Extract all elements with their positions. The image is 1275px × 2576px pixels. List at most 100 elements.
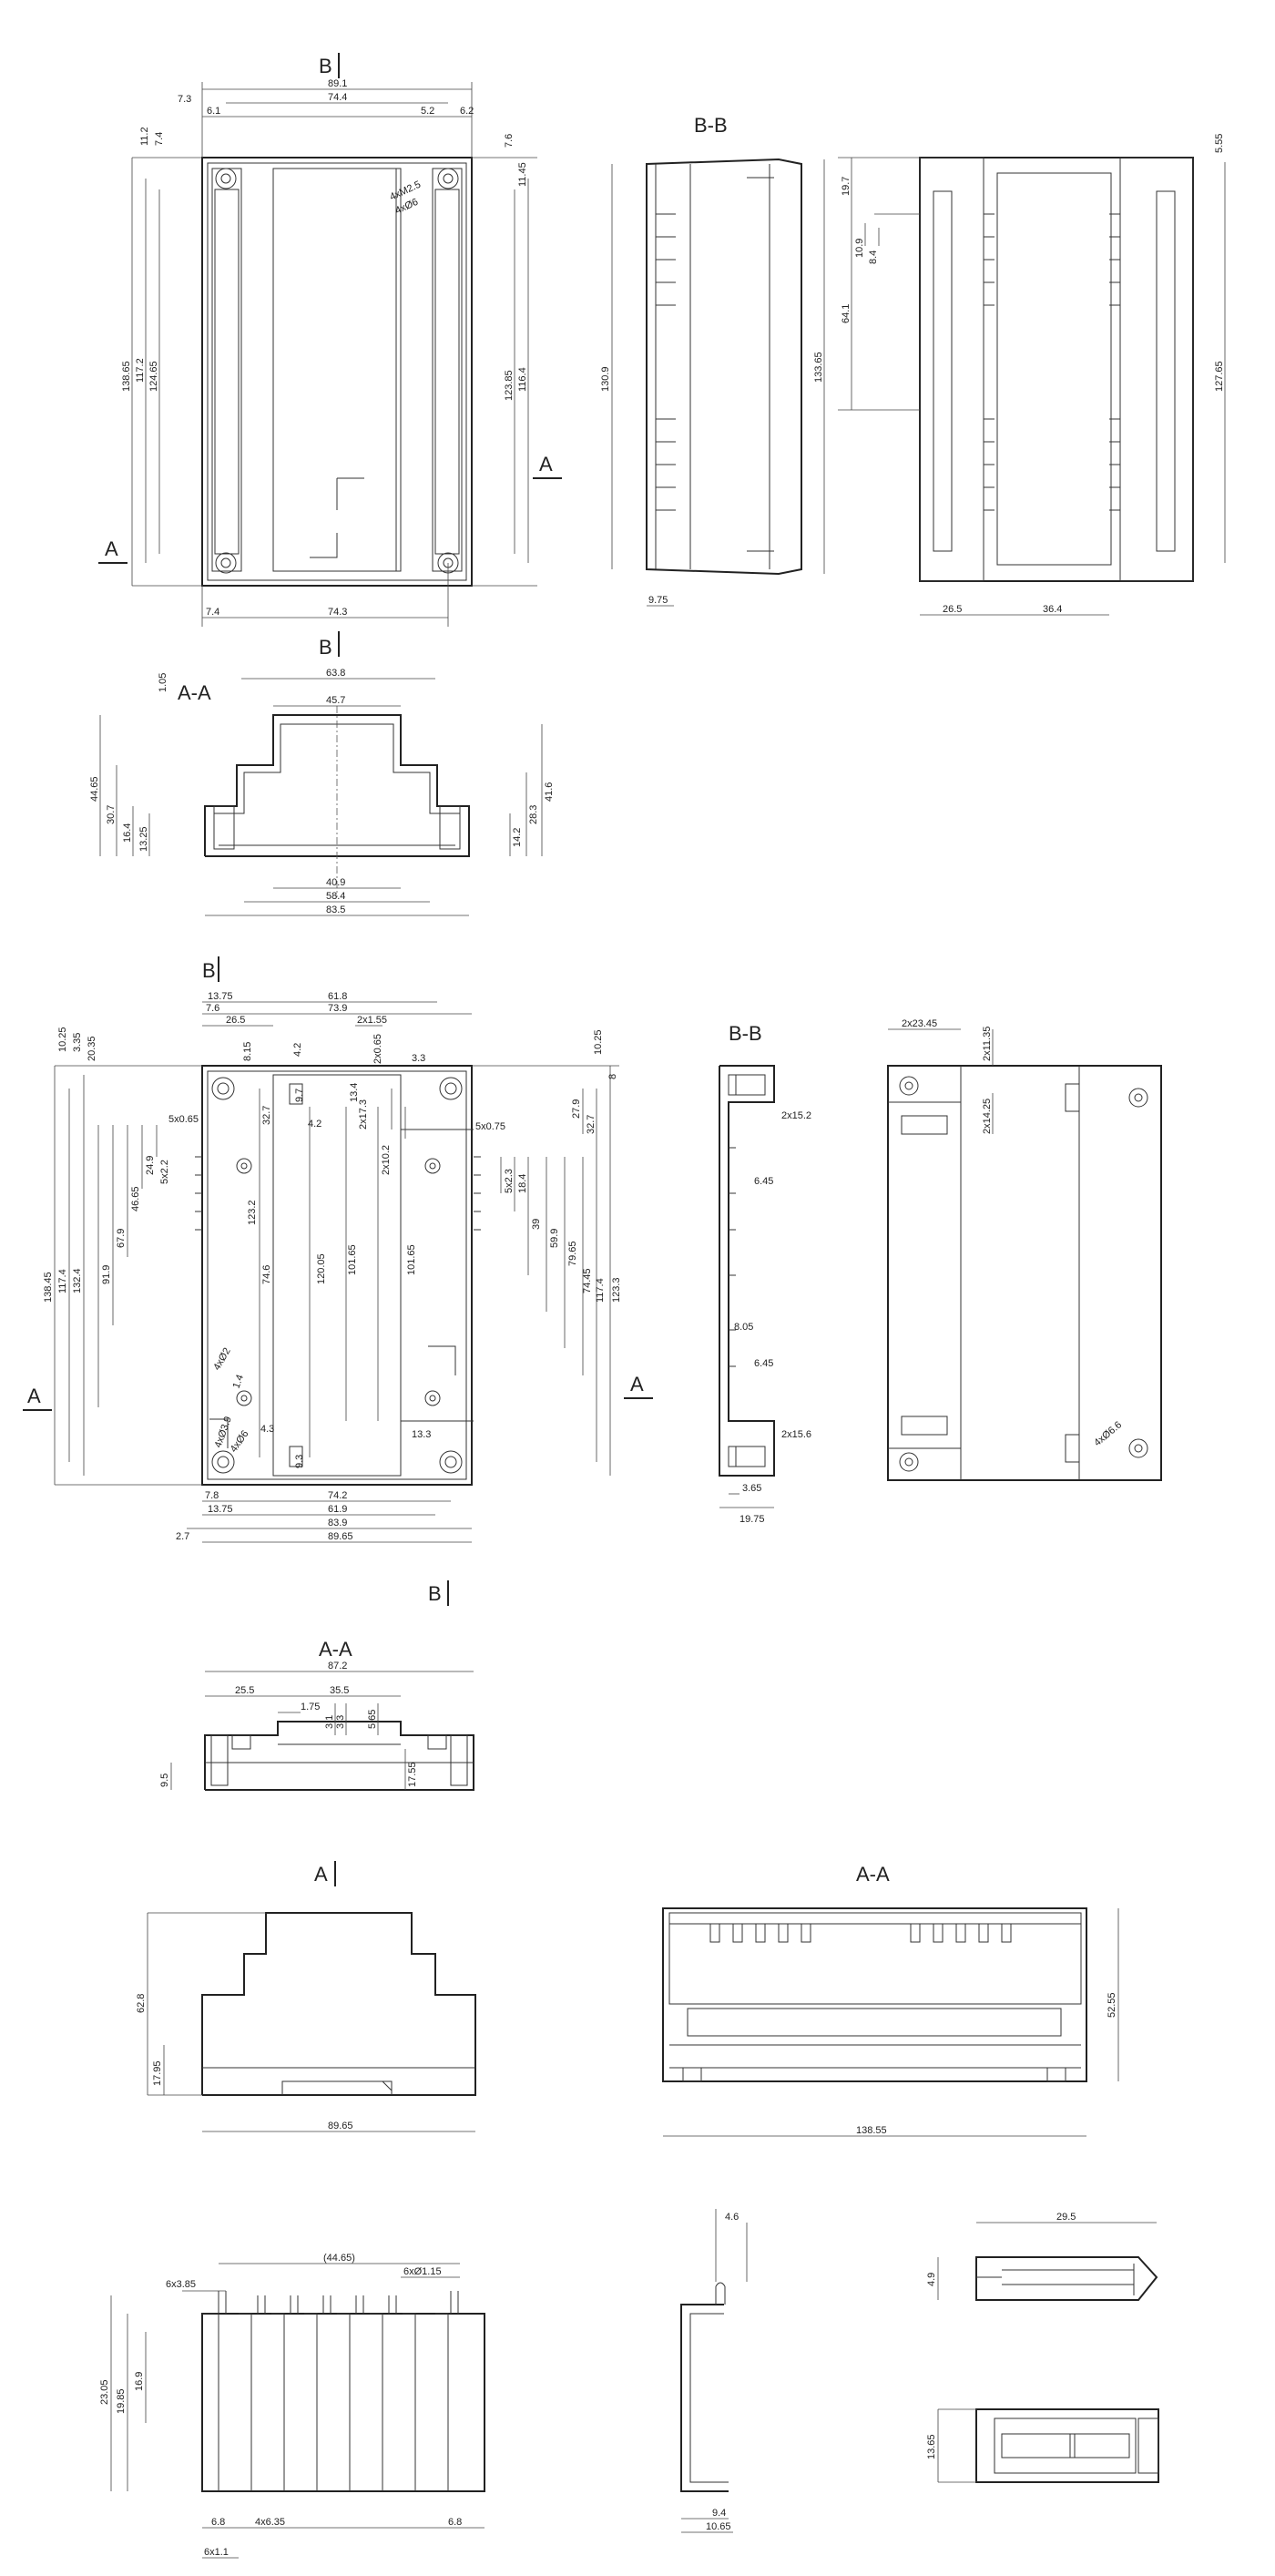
dim-label: 10.65 — [706, 2521, 731, 2532]
dim-label: 6.8 — [448, 2517, 462, 2528]
dim-label: 32.7 — [261, 1106, 272, 1125]
dim-label: 3.3 — [335, 1715, 346, 1729]
dim-label: 10.9 — [854, 239, 865, 258]
dim-label: 9.4 — [712, 2508, 726, 2519]
terminal-block-view: (44.65) 6x3.85 6xØ1.15 23.05 19.85 16.9 … — [99, 2253, 485, 2559]
dim-label: 18.4 — [517, 1174, 528, 1193]
dim-label: 101.65 — [347, 1244, 358, 1275]
dim-label: 4xØ6 — [229, 1428, 251, 1454]
dim-label: 39 — [531, 1219, 542, 1230]
dim-label: 6.8 — [211, 2517, 225, 2528]
dim-label: 2x10.2 — [381, 1145, 392, 1175]
dim-label: 8.05 — [734, 1322, 753, 1333]
dim-label: 8.15 — [242, 1042, 253, 1061]
dim-label: 7.8 — [205, 1490, 219, 1501]
dim-label: 40.9 — [326, 877, 345, 888]
dim-label: 2x11.35 — [982, 1027, 993, 1061]
dim-label: 2x1.55 — [357, 1015, 387, 1026]
dim-label: 2x15.6 — [781, 1429, 811, 1440]
dim-label: 13.75 — [208, 1504, 233, 1515]
dim-label: 74.4 — [328, 92, 347, 103]
dim-label: 83.5 — [326, 905, 345, 915]
dim-label: 6xØ1.15 — [403, 2266, 442, 2277]
dim-label: 123.3 — [611, 1277, 622, 1303]
dim-label: 89.65 — [328, 1531, 353, 1542]
dim-label: 17.95 — [152, 2060, 163, 2086]
dim-label: 26.5 — [226, 1015, 245, 1026]
dim-label: 5x2.2 — [159, 1160, 170, 1184]
dim-label: 3.35 — [72, 1033, 83, 1052]
dim-label: 74.45 — [582, 1268, 593, 1293]
dim-label: 4x6.35 — [255, 2517, 285, 2528]
dim-label: 9.5 — [159, 1774, 170, 1787]
dim-label: 32.7 — [586, 1115, 597, 1134]
section-label-b-bottom: B — [428, 1582, 442, 1605]
dim-label: 44.65 — [89, 776, 100, 802]
dim-label: 27.9 — [571, 1099, 582, 1119]
section-label-a-right: A — [539, 453, 553, 475]
dim-label: 79.65 — [567, 1241, 578, 1266]
section-aa-1: A-A 63.8 45.7 1.05 44.65 30.7 16.4 13.25… — [89, 668, 555, 916]
section-title: A-A — [178, 681, 211, 704]
section-bb-1: B-B 130.9 133.65 9.75 — [600, 114, 825, 607]
dim-label: 2x14.25 — [982, 1099, 993, 1134]
dim-label: 5.55 — [1214, 134, 1225, 153]
dim-label: 9.3 — [294, 1455, 305, 1468]
dim-label: 11.45 — [517, 162, 528, 187]
dim-label: 5x2.3 — [504, 1169, 515, 1193]
dim-label: 7.6 — [206, 1003, 219, 1014]
dim-label: 8 — [607, 1074, 618, 1079]
dim-label: 2x17.3 — [358, 1099, 369, 1130]
dim-label: 3.1 — [324, 1715, 335, 1729]
dim-label: 2x0.65 — [372, 1034, 383, 1064]
dim-label: 61.9 — [328, 1504, 347, 1515]
section-title: B-B — [729, 1022, 762, 1045]
dim-label: 2x15.2 — [781, 1110, 811, 1121]
side-view-2: 2x23.45 2x11.35 2x14.25 4xØ6.6 — [887, 1018, 1162, 1481]
dim-label: 123.2 — [247, 1200, 258, 1225]
dim-label: 25.5 — [235, 1685, 254, 1696]
top-view-2: B B A A 13.75 61.8 7.6 73.9 26.5 2x1.55 … — [23, 956, 653, 1606]
dim-label: 10.25 — [593, 1029, 604, 1055]
section-label-b-bottom: B — [319, 636, 332, 659]
dim-label: 9.7 — [294, 1089, 305, 1102]
dim-label: 6.2 — [460, 106, 474, 117]
dim-label: 133.65 — [813, 352, 824, 383]
dim-label: 6.1 — [207, 106, 220, 117]
dim-label: 1.4 — [231, 1374, 247, 1390]
dim-label: 4.9 — [926, 2273, 937, 2286]
dim-label: 6.45 — [754, 1358, 773, 1369]
dim-label: 59.9 — [549, 1229, 560, 1248]
dim-label: 127.65 — [1214, 361, 1225, 392]
dim-label: 14.2 — [512, 828, 523, 847]
dim-label: 7.3 — [178, 94, 191, 105]
section-title: A — [314, 1863, 328, 1886]
latch-view: 29.5 4.9 13.65 — [926, 2212, 1159, 2483]
dim-label: 64.1 — [841, 304, 852, 323]
section-bb-2: B-B 2x15.2 6.45 8.05 6.45 2x15.6 3.65 19… — [719, 1022, 811, 1525]
dim-label: 7.4 — [206, 607, 219, 618]
dim-label: 61.8 — [328, 991, 347, 1002]
dim-label: 73.9 — [328, 1003, 347, 1014]
dim-label: 8.4 — [868, 250, 879, 264]
section-label-a-left: A — [105, 537, 118, 560]
section-title: B-B — [694, 114, 728, 137]
dim-label: 16.4 — [122, 823, 133, 843]
dim-label: 19.85 — [116, 2388, 127, 2414]
section-aa-3: A-A 52.55 138.55 — [662, 1863, 1119, 2137]
dim-label: 7.4 — [154, 132, 165, 146]
dim-label: 4xM2.5 — [388, 179, 423, 203]
top-view-1: B B A A 89.1 74.4 7.3 6.1 5.2 6.2 74.3 7… — [98, 53, 562, 659]
dim-label: 67.9 — [116, 1229, 127, 1248]
dim-label: 10.25 — [57, 1027, 68, 1052]
dim-label: 1.75 — [301, 1702, 320, 1712]
dim-label: 13.25 — [138, 826, 149, 852]
dim-label: 132.4 — [72, 1268, 83, 1293]
dim-label: 23.05 — [99, 2379, 110, 2405]
dim-label: 138.55 — [856, 2125, 887, 2136]
dim-label: 116.4 — [517, 367, 528, 392]
dim-label: (44.65) — [323, 2253, 355, 2264]
dim-label: 4xØ6.6 — [1092, 1419, 1124, 1448]
section-label-b-top: B — [202, 959, 216, 982]
